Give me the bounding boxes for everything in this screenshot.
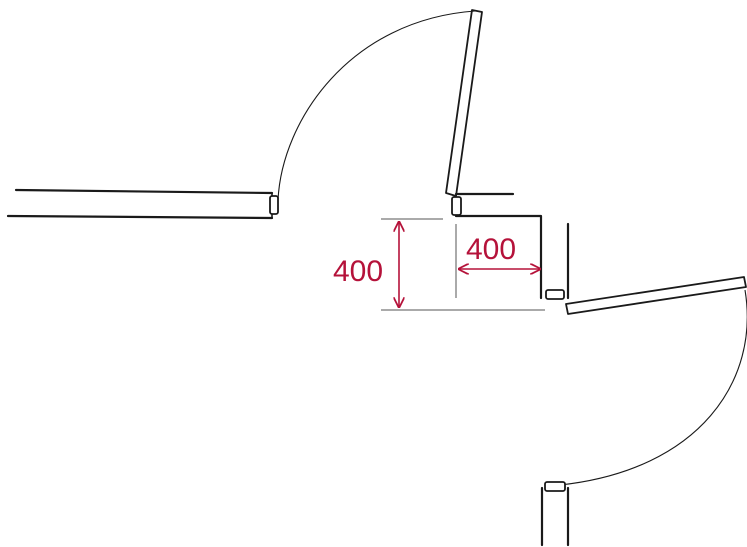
top-door-leaf bbox=[445, 9, 483, 197]
dimension-extension-lines bbox=[381, 218, 545, 311]
right-door-leaf bbox=[565, 276, 747, 315]
vertical-dimension: 400 bbox=[333, 222, 399, 307]
right-door-swing-arc bbox=[559, 289, 747, 486]
vertical-dimension-label: 400 bbox=[333, 255, 383, 288]
horizontal-dimension: 400 bbox=[459, 233, 540, 269]
horizontal-dimension-label: 400 bbox=[466, 233, 516, 266]
bottom-wall bbox=[540, 481, 570, 547]
top-door-swing-arc bbox=[277, 10, 476, 201]
left-wall bbox=[6, 188, 279, 220]
corner-niche-walls bbox=[451, 192, 570, 300]
